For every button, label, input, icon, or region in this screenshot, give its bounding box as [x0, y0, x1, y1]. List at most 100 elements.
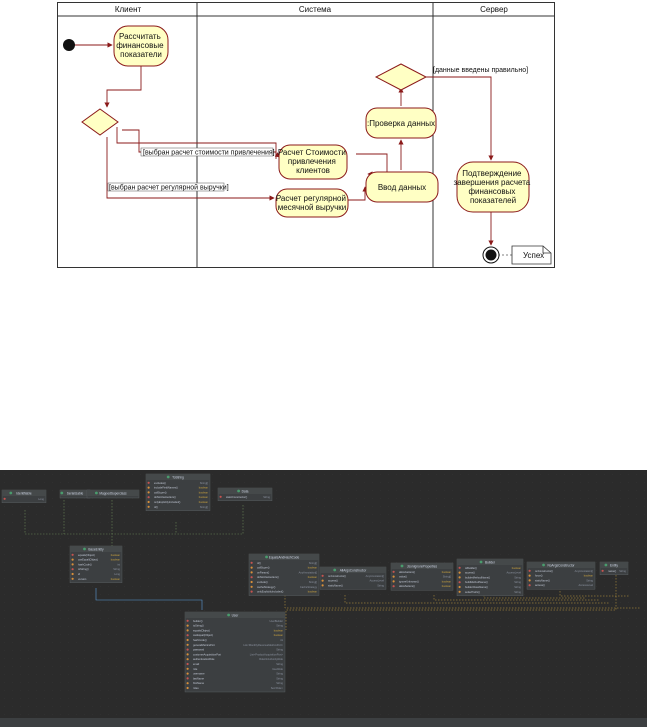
member-icon: [71, 558, 74, 561]
member-type: boolean: [308, 575, 318, 579]
action-data-input: [365, 171, 439, 203]
action-calc-cost: [278, 144, 348, 180]
action-confirm-line-1: Подтверждение: [462, 169, 522, 178]
member-name: id: [78, 572, 81, 576]
class-title: Serializable: [67, 491, 84, 495]
member-type: boolean: [442, 570, 452, 574]
member-icon: [186, 653, 189, 656]
class-box-equalsandhashcode[interactable]: EqualsAndHashCodeof()String[]callSuper()…: [248, 553, 320, 596]
class-box-builder[interactable]: BuildertoBuilder()booleanaccess()AccessL…: [456, 558, 524, 596]
class-box-allargsconstructor[interactable]: AllArgsConstructoronConstructor()AnyAnno…: [319, 566, 387, 590]
member-icon: [186, 629, 189, 632]
class-title: AllArgsConstructor: [340, 568, 368, 572]
class-title: EqualsAndHashCode: [269, 555, 300, 559]
member-name: password: [193, 648, 205, 652]
member-name: builderMethodName(): [465, 575, 490, 579]
member-type: String: [619, 569, 626, 573]
member-name: roles: [193, 686, 199, 690]
member-type: boolean: [111, 558, 121, 562]
member-type: String: [514, 575, 521, 579]
member-type: boolean: [442, 584, 452, 588]
member-icon: [147, 505, 150, 508]
action-data-check: [365, 107, 437, 139]
member-name: staticName(): [535, 578, 550, 582]
member-type: String[]: [309, 561, 317, 565]
member-type: String[]: [200, 505, 208, 509]
member-icon: [321, 584, 324, 587]
member-name: value(): [399, 575, 407, 579]
decision-node-2: [374, 63, 428, 91]
class-title: Data: [242, 489, 249, 493]
action-calc-financials-line-3: показатели: [120, 50, 162, 59]
svg-text:Рассчитать финансовые: Рассчитать финансовые показатели: [116, 32, 166, 59]
guard-revenue: [выбран расчет регулярной выручки]: [109, 184, 229, 192]
action-calc-cost-line-3: клиентов: [296, 166, 330, 175]
member-icon: [186, 677, 189, 680]
action-calc-cost-line-1: Расчет Стоимости: [278, 148, 346, 157]
member-type: String: [263, 495, 270, 499]
class-box-jsonignoreproperties[interactable]: JsonIgnorePropertiesallowGetters()boolea…: [390, 562, 454, 591]
class-box-mappedsuperclass[interactable]: MappedSuperclass: [86, 489, 140, 499]
action-calc-financials-line-2: финансовые: [116, 41, 164, 50]
member-icon: [186, 634, 189, 637]
member-type: String: [514, 590, 521, 594]
member-type: boolean: [308, 590, 318, 594]
guard-valid: [данные введены правильно]: [433, 67, 528, 74]
note-success: [511, 245, 552, 265]
class-box-noargsconstructor[interactable]: NoArgsConstructoronConstructor()AnyAnnot…: [526, 561, 596, 590]
class-box-tostring[interactable]: ToStringexcludes()String[]includeFieldNa…: [145, 473, 211, 511]
action-confirm-line-2: завершения расчета: [454, 178, 531, 187]
class-box-serializable[interactable]: Serializable: [59, 489, 91, 499]
svg-text:Расчет Стоимости привлечен: Расчет Стоимости привлечения клиентов: [278, 148, 348, 175]
member-name: access(): [465, 571, 475, 575]
member-name: customerAcquisitionPort: [193, 652, 221, 656]
member-icon: [71, 572, 74, 576]
member-type: boolean: [442, 579, 452, 583]
member-name: username: [193, 672, 205, 676]
action-data-input-label: Ввод данных: [378, 183, 426, 192]
class-box-baseentity[interactable]: BaseEntityequals(Object)booleancanEqual(…: [69, 545, 123, 583]
class-title: MappedSuperclass: [99, 491, 127, 495]
action-calc-revenue-line-2: месячной выручки: [278, 203, 347, 212]
member-type: boolean: [274, 633, 284, 637]
class-icon: [227, 613, 231, 617]
class-box-user[interactable]: Userbuilder()UserBuildertoString()String…: [184, 611, 286, 693]
member-name: equals(Object): [78, 553, 95, 557]
member-name: hashCode(): [78, 562, 92, 566]
member-type: boolean: [274, 628, 284, 632]
member-name: onlyExplicitlyIncluded(): [154, 500, 181, 504]
member-type: String: [276, 676, 283, 680]
member-name: allowGetters(): [399, 570, 415, 574]
member-type: boolean: [111, 553, 121, 557]
member-icon: [601, 569, 604, 572]
member-icon: [147, 500, 150, 504]
member-type: String[]: [443, 575, 451, 579]
member-name: role: [193, 667, 198, 671]
member-name: callSuper(): [154, 490, 167, 494]
member-name: onlyExplicitlyIncluded(): [257, 590, 284, 594]
member-icon: [392, 575, 395, 578]
member-icon: [147, 481, 150, 484]
initial-node: [63, 39, 75, 51]
action-calc-revenue-line-1: Расчет регулярной: [276, 194, 346, 203]
member-type: String: [514, 580, 521, 584]
member-icon: [71, 577, 74, 580]
lane-title-client: Клиент: [115, 5, 142, 14]
member-type: UserBuilder: [269, 619, 283, 623]
member-icon: [186, 624, 189, 627]
member-name: excludes(): [154, 481, 166, 485]
member-type: String: [276, 624, 283, 628]
member-type: Long: [114, 572, 120, 576]
class-title: NoArgsConstructor: [547, 563, 575, 567]
member-icon: [186, 682, 189, 685]
member-name: canEqual(Object): [78, 558, 98, 562]
class-icon: [95, 491, 98, 495]
member-name: authenticationRole: [193, 657, 215, 661]
member-name: firstName: [193, 681, 205, 685]
member-icon: [186, 667, 189, 670]
member-type: AccessLevel: [578, 583, 593, 587]
action-confirm-line-3: финансовых: [468, 187, 515, 196]
